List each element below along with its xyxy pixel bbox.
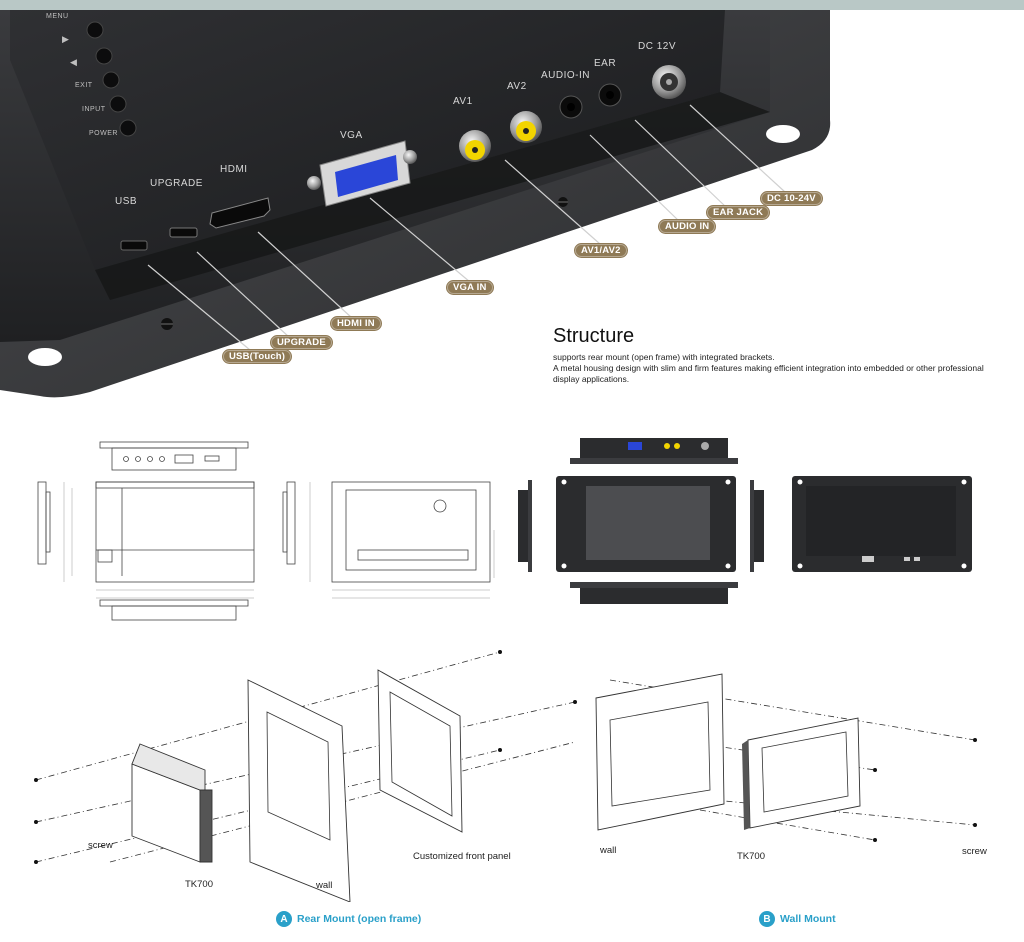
ear-jack — [598, 83, 622, 107]
dc-connector — [652, 65, 686, 99]
callout-av1-av2: AV1/AV2 — [574, 243, 628, 258]
hdmi-port — [209, 197, 271, 229]
usb-port-label: USB — [115, 196, 138, 207]
rear-screw-label: screw — [88, 840, 113, 851]
badge-a: A — [276, 911, 292, 927]
rear-model-label: TK700 — [185, 879, 213, 890]
av2-port-label: AV2 — [507, 81, 527, 92]
structure-line-1: supports rear mount (open frame) with in… — [553, 352, 775, 362]
power-button-label: POWER — [89, 130, 118, 137]
callout-dc: DC 10-24V — [760, 191, 823, 206]
callout-lines — [147, 104, 786, 351]
ear-port-label: EAR — [594, 58, 617, 69]
badge-b: B — [759, 911, 775, 927]
callout-hdmi-in: HDMI IN — [330, 316, 382, 331]
structure-description: supports rear mount (open frame) with in… — [553, 352, 993, 385]
wall-mount-title: B Wall Mount — [759, 911, 836, 927]
vga-port — [307, 140, 417, 207]
rear-mount-title-text: Rear Mount (open frame) — [297, 913, 422, 925]
product-photo — [0, 10, 831, 398]
hdmi-port-label: HDMI — [220, 164, 248, 175]
callout-vga-in: VGA IN — [446, 280, 494, 295]
wall-mount-wall-label: wall — [600, 845, 617, 856]
structure-title: Structure — [553, 325, 635, 347]
front-panel-label: Customized front panel — [413, 851, 511, 862]
vga-port-label: VGA — [340, 130, 363, 141]
audio-in-port-label: AUDIO-IN — [541, 70, 590, 81]
right-button-label: ▶ — [62, 34, 70, 44]
osd-buttons — [86, 21, 137, 137]
wall-mount-title-text: Wall Mount — [780, 913, 836, 925]
top-band — [0, 0, 1024, 10]
callout-upgrade: UPGRADE — [270, 335, 333, 350]
upgrade-port-label: UPGRADE — [150, 178, 203, 189]
audio-in-jack — [559, 95, 583, 119]
structure-line-2: A metal housing design with slim and fir… — [553, 363, 984, 384]
wall-mount-model-label: TK700 — [737, 851, 765, 862]
exit-button-label: EXIT — [75, 82, 93, 89]
rear-panel — [10, 10, 725, 270]
mounting-diagrams — [34, 650, 977, 902]
callout-audio-in: AUDIO IN — [658, 219, 717, 234]
rear-wall-label: wall — [316, 880, 333, 891]
callout-ear-jack: EAR JACK — [706, 205, 771, 220]
av1-jack — [459, 130, 491, 162]
av2-jack — [510, 111, 542, 143]
dc-port-label: DC 12V — [638, 41, 677, 52]
upgrade-port — [169, 227, 198, 238]
left-button-label: ◀ — [70, 57, 78, 67]
technical-drawings — [37, 441, 495, 621]
usb-port — [120, 240, 148, 251]
av1-port-label: AV1 — [453, 96, 473, 107]
input-button-label: INPUT — [82, 106, 106, 113]
callout-usb-touch: USB(Touch) — [222, 349, 293, 364]
menu-button-label: MENU — [46, 13, 69, 20]
product-renders — [518, 438, 972, 604]
rear-mount-title: A Rear Mount (open frame) — [276, 911, 421, 927]
bracket-hole — [28, 348, 62, 366]
wall-mount-screw-label: screw — [962, 846, 987, 857]
bracket-hole — [766, 125, 800, 143]
